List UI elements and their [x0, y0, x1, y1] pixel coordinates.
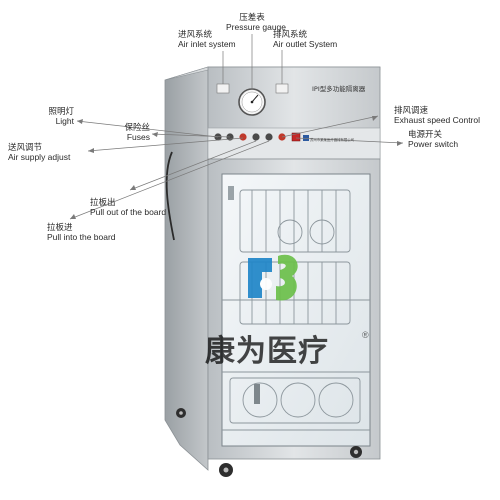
label-air-supply: 送风调节 Air supply adjust	[8, 143, 71, 162]
power-cable	[165, 151, 175, 241]
door-handle	[228, 186, 234, 200]
leader-lines	[69, 34, 404, 220]
power-switch-control	[291, 132, 301, 142]
control-panel	[207, 127, 381, 160]
label-air-outlet: 排风系统 Air outlet System	[273, 30, 338, 49]
registered-mark: ®	[362, 330, 369, 340]
door-latch	[254, 384, 260, 404]
maker-plate: 苏州市某某医疗器械有限公司	[310, 138, 355, 142]
cabinet-side-panel	[164, 66, 209, 471]
device-title-plate: IPI型多功能隔离器	[312, 85, 366, 93]
brand-logo-mark	[248, 254, 298, 301]
label-exhaust-speed: 排风调速 Exhaust speed Control	[394, 106, 480, 125]
air-inlet-indicator	[216, 83, 230, 94]
label-pull-in: 拉板进 Pull into the board	[47, 223, 116, 242]
air-outlet-indicator	[275, 83, 289, 94]
leader-arrowheads	[70, 116, 403, 219]
label-fuses: 保险丝 Fuses	[124, 123, 150, 142]
label-pressure-gauge: 压差表 Pressure gauge	[226, 13, 287, 32]
label-light: 照明灯 Light	[48, 107, 74, 126]
brand-watermark: 康为医疗	[205, 334, 329, 369]
label-power-switch: 电源开关 Power switch	[408, 130, 459, 149]
caster-wheels	[176, 408, 362, 477]
label-pull-out: 拉板出 Pull out of the board	[90, 198, 167, 217]
maker-logo-badge	[303, 135, 309, 141]
glass-door	[221, 173, 371, 447]
pressure-gauge-dial	[238, 88, 266, 116]
label-air-inlet: 进风系统 Air inlet system	[178, 30, 236, 49]
